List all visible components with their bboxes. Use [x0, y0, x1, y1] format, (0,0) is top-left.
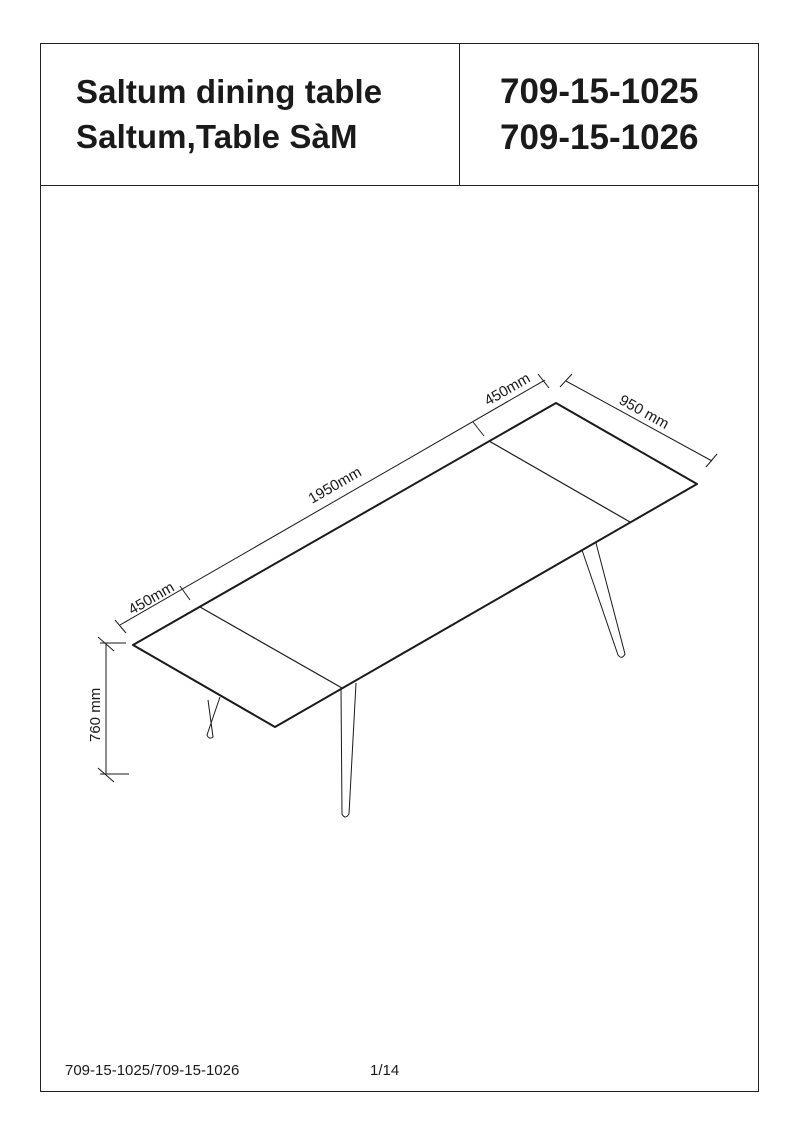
- header-code-cell: 709-15-1025 709-15-1026: [460, 44, 758, 185]
- dimension-lines: [97, 373, 718, 783]
- dim-width: 950 mm: [616, 392, 672, 433]
- dim-height: 760 mm: [87, 688, 104, 742]
- document-frame: Saltum dining table Saltum,Table SàM 709…: [40, 43, 759, 1092]
- header: Saltum dining table Saltum,Table SàM 709…: [41, 44, 758, 186]
- footer-article-codes: 709-15-1025/709-15-1026: [65, 1062, 240, 1079]
- page-number: 1/14: [370, 1062, 400, 1079]
- product-title-fr: Saltum,Table SàM: [76, 118, 358, 155]
- header-title-cell: Saltum dining table Saltum,Table SàM: [41, 44, 460, 185]
- dim-extension-right: 450mm: [482, 370, 534, 410]
- dim-extension-left: 450mm: [126, 579, 178, 619]
- product-title-en: Saltum dining table: [76, 73, 383, 110]
- article-number-2: 709-15-1026: [500, 118, 699, 157]
- table-outline: [132, 402, 698, 818]
- article-number-1: 709-15-1025: [500, 72, 699, 111]
